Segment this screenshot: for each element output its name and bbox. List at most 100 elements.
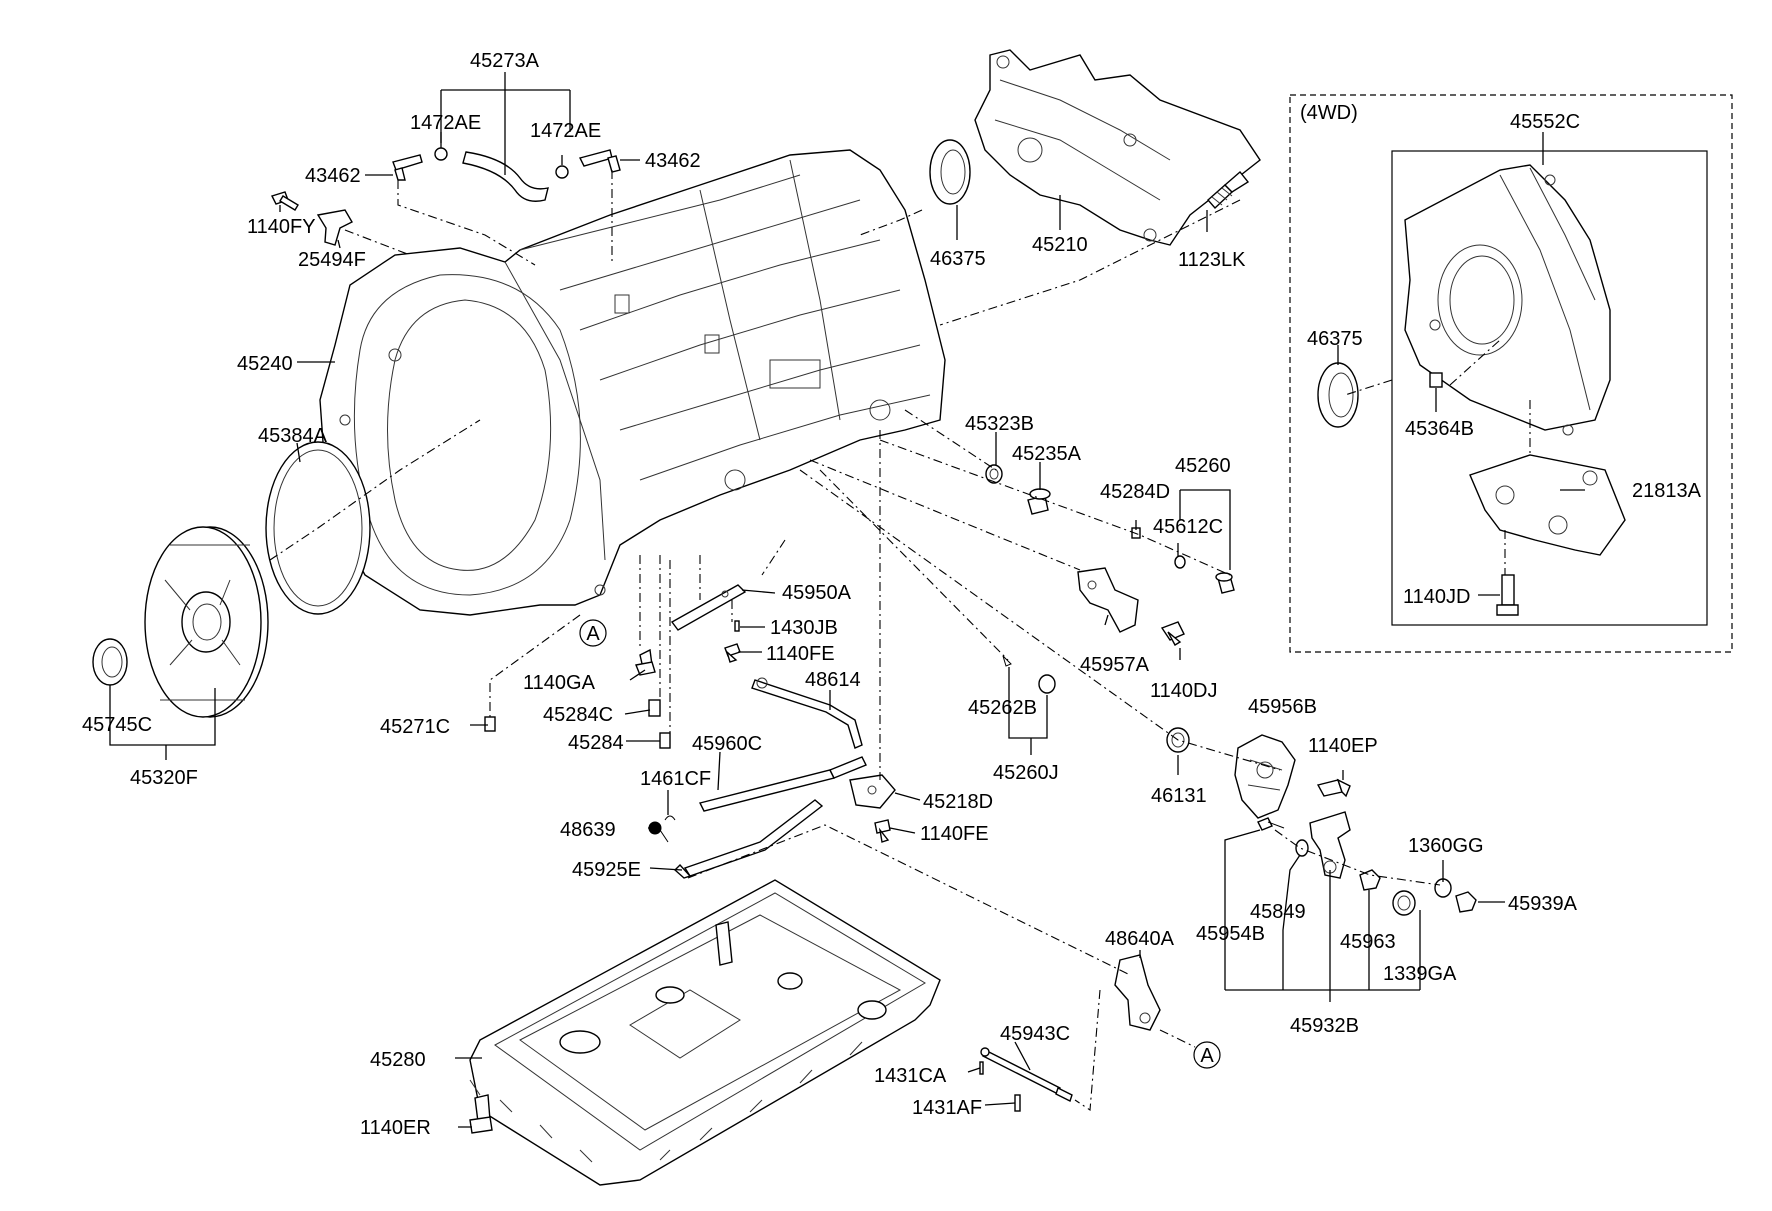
label-21813a: 21813A bbox=[1632, 480, 1702, 502]
rod-45943c bbox=[980, 1047, 1073, 1102]
alignment-lines bbox=[269, 170, 1531, 1111]
label-46131: 46131 bbox=[1151, 785, 1207, 807]
label-43462-left: 43462 bbox=[305, 165, 361, 187]
bolt-1140dj bbox=[1160, 621, 1185, 646]
label-1472ae-right: 1472AE bbox=[530, 120, 601, 142]
bolt-1140fe-b bbox=[874, 819, 891, 843]
label-45218d: 45218D bbox=[923, 791, 993, 813]
seal-46375-4wd bbox=[1317, 362, 1359, 428]
4wd-section-label: (4WD) bbox=[1300, 102, 1358, 124]
bolt-1140er bbox=[469, 1094, 493, 1134]
rod-45925e bbox=[673, 799, 824, 879]
label-43462-right: 43462 bbox=[645, 150, 701, 172]
label-45745c: 45745C bbox=[82, 714, 152, 736]
svg-text:A: A bbox=[1200, 1045, 1214, 1067]
mount-21813a bbox=[1469, 454, 1626, 556]
label-45260j: 45260J bbox=[993, 762, 1059, 784]
label-48614: 48614 bbox=[805, 669, 861, 691]
part-labels: 45273A 1472AE 1472AE 43462 43462 1140FY … bbox=[82, 50, 1702, 1139]
label-45943c: 45943C bbox=[1000, 1023, 1070, 1045]
label-45284d: 45284D bbox=[1100, 481, 1170, 503]
label-1472ae-left: 1472AE bbox=[410, 112, 481, 134]
label-1339ga: 1339GA bbox=[1383, 963, 1457, 985]
bolt-1140ga bbox=[635, 648, 656, 676]
label-45273a: 45273A bbox=[470, 50, 540, 72]
pin-45271c bbox=[484, 716, 496, 732]
plug-45235a bbox=[1027, 488, 1051, 515]
label-45210: 45210 bbox=[1032, 234, 1088, 256]
label-1430jb: 1430JB bbox=[770, 617, 838, 639]
pin-1431af bbox=[1014, 1094, 1021, 1112]
label-45960c: 45960C bbox=[692, 733, 762, 755]
label-45320f: 45320F bbox=[130, 767, 198, 789]
label-45950a: 45950A bbox=[782, 582, 852, 604]
label-45280: 45280 bbox=[370, 1049, 426, 1071]
label-45957a: 45957A bbox=[1080, 654, 1150, 676]
label-45939a: 45939A bbox=[1508, 893, 1578, 915]
label-45849: 45849 bbox=[1250, 901, 1306, 923]
clip-45262b bbox=[1002, 655, 1012, 667]
label-45323b: 45323B bbox=[965, 413, 1034, 435]
label-25494f: 25494F bbox=[298, 249, 366, 271]
lever-48614 bbox=[751, 677, 863, 749]
label-1123lk: 1123LK bbox=[1178, 249, 1246, 271]
4wd-section-box bbox=[1289, 94, 1733, 653]
reference-marker-a-bottom: A bbox=[1193, 1041, 1221, 1069]
label-1140fe-a: 1140FE bbox=[766, 643, 835, 665]
label-1461cf: 1461CF bbox=[640, 768, 711, 790]
label-48639: 48639 bbox=[560, 819, 616, 841]
bolt-1140fe-a bbox=[724, 643, 741, 663]
45552c-inner-box bbox=[1391, 150, 1708, 626]
label-45262b: 45262B bbox=[968, 697, 1037, 719]
label-45284: 45284 bbox=[568, 732, 624, 754]
label-1140ep: 1140EP bbox=[1308, 735, 1378, 757]
label-46375-4wd: 46375 bbox=[1307, 328, 1363, 350]
plate-45218d bbox=[849, 774, 896, 809]
bracket-45950a bbox=[670, 584, 747, 631]
nut-1339ga bbox=[1392, 890, 1416, 916]
label-45552c: 45552C bbox=[1510, 111, 1580, 133]
bolt-1123lk bbox=[1207, 170, 1250, 210]
label-45925e: 45925E bbox=[572, 859, 641, 881]
oring-45323b bbox=[985, 464, 1003, 484]
label-45364b: 45364B bbox=[1405, 418, 1474, 440]
label-1140jd: 1140JD bbox=[1403, 586, 1470, 608]
washer-45612c bbox=[1174, 555, 1186, 569]
lever-45932b bbox=[1309, 811, 1351, 879]
bolt-1140jd bbox=[1496, 574, 1519, 616]
label-46375-top: 46375 bbox=[930, 248, 986, 270]
reference-marker-a-top: A bbox=[579, 619, 607, 647]
washer-45849 bbox=[1295, 839, 1309, 857]
bracket-25494f bbox=[316, 209, 353, 246]
bolt-45954b bbox=[1257, 817, 1285, 831]
seal-45260j bbox=[1038, 674, 1056, 694]
transmission-case bbox=[319, 149, 946, 616]
label-45235a: 45235A bbox=[1012, 443, 1082, 465]
label-45956b: 45956B bbox=[1248, 696, 1317, 718]
label-1140fe-b: 1140FE bbox=[920, 823, 989, 845]
breather-hose bbox=[392, 147, 621, 202]
bolt-1140ep bbox=[1316, 778, 1351, 798]
label-45260: 45260 bbox=[1175, 455, 1231, 477]
leader-lines bbox=[109, 72, 1585, 1128]
transfer-adapter-45552c bbox=[1404, 164, 1611, 436]
svg-text:A: A bbox=[586, 623, 600, 645]
label-45954b: 45954B bbox=[1196, 923, 1265, 945]
label-1431af: 1431AF bbox=[912, 1097, 982, 1119]
pin-45364b bbox=[1429, 372, 1443, 388]
adapter-bracket bbox=[974, 49, 1261, 246]
plug-45260 bbox=[1215, 572, 1235, 594]
inhibitor-switch-45956b bbox=[1234, 734, 1296, 819]
label-1360gg: 1360GG bbox=[1408, 835, 1484, 857]
bracket-45957a bbox=[1077, 567, 1139, 633]
clip-1461cf bbox=[664, 815, 676, 821]
label-45284c: 45284C bbox=[543, 704, 613, 726]
label-1140dj: 1140DJ bbox=[1150, 680, 1217, 702]
label-1140er: 1140ER bbox=[360, 1117, 431, 1139]
label-45932b: 45932B bbox=[1290, 1015, 1359, 1037]
label-1431ca: 1431CA bbox=[874, 1065, 947, 1087]
nut-45963 bbox=[1359, 869, 1381, 891]
bushing-45745c bbox=[92, 638, 128, 686]
bushing-45284 bbox=[659, 732, 671, 749]
